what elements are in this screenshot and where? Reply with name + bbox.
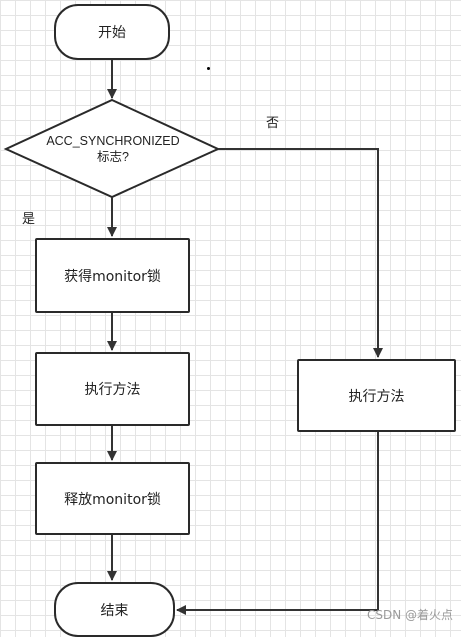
edge-label-yes: 是 (22, 212, 36, 227)
stray-dot (207, 67, 210, 70)
end-label: 结束 (100, 602, 129, 619)
start-label: 开始 (98, 25, 126, 41)
end-node: 结束 (54, 582, 175, 637)
execute-method-label-right: 执行方法 (348, 388, 405, 405)
execute-method-label-left: 执行方法 (84, 382, 141, 398)
release-monitor-node: 释放monitor锁 (35, 462, 190, 535)
edge-label-no: 否 (266, 116, 280, 131)
decision-label-line1: ACC_SYNCHRONIZED (46, 134, 180, 148)
release-monitor-label: 释放monitor锁 (64, 491, 161, 508)
acquire-monitor-node: 获得monitor锁 (35, 238, 190, 313)
decision-label-line2: 标志? (97, 150, 129, 164)
arrow-execute-right-to-end (176, 432, 379, 615)
acquire-monitor-label: 获得monitor锁 (64, 268, 161, 285)
start-node: 开始 (54, 4, 170, 60)
execute-method-node-left: 执行方法 (35, 352, 190, 426)
decision-label: ACC_SYNCHRONIZED 标志? (28, 133, 198, 165)
arrow-decision-to-execute-right (218, 148, 383, 358)
execute-method-node-right: 执行方法 (297, 359, 456, 432)
watermark: CSDN @着火点 (366, 608, 453, 622)
